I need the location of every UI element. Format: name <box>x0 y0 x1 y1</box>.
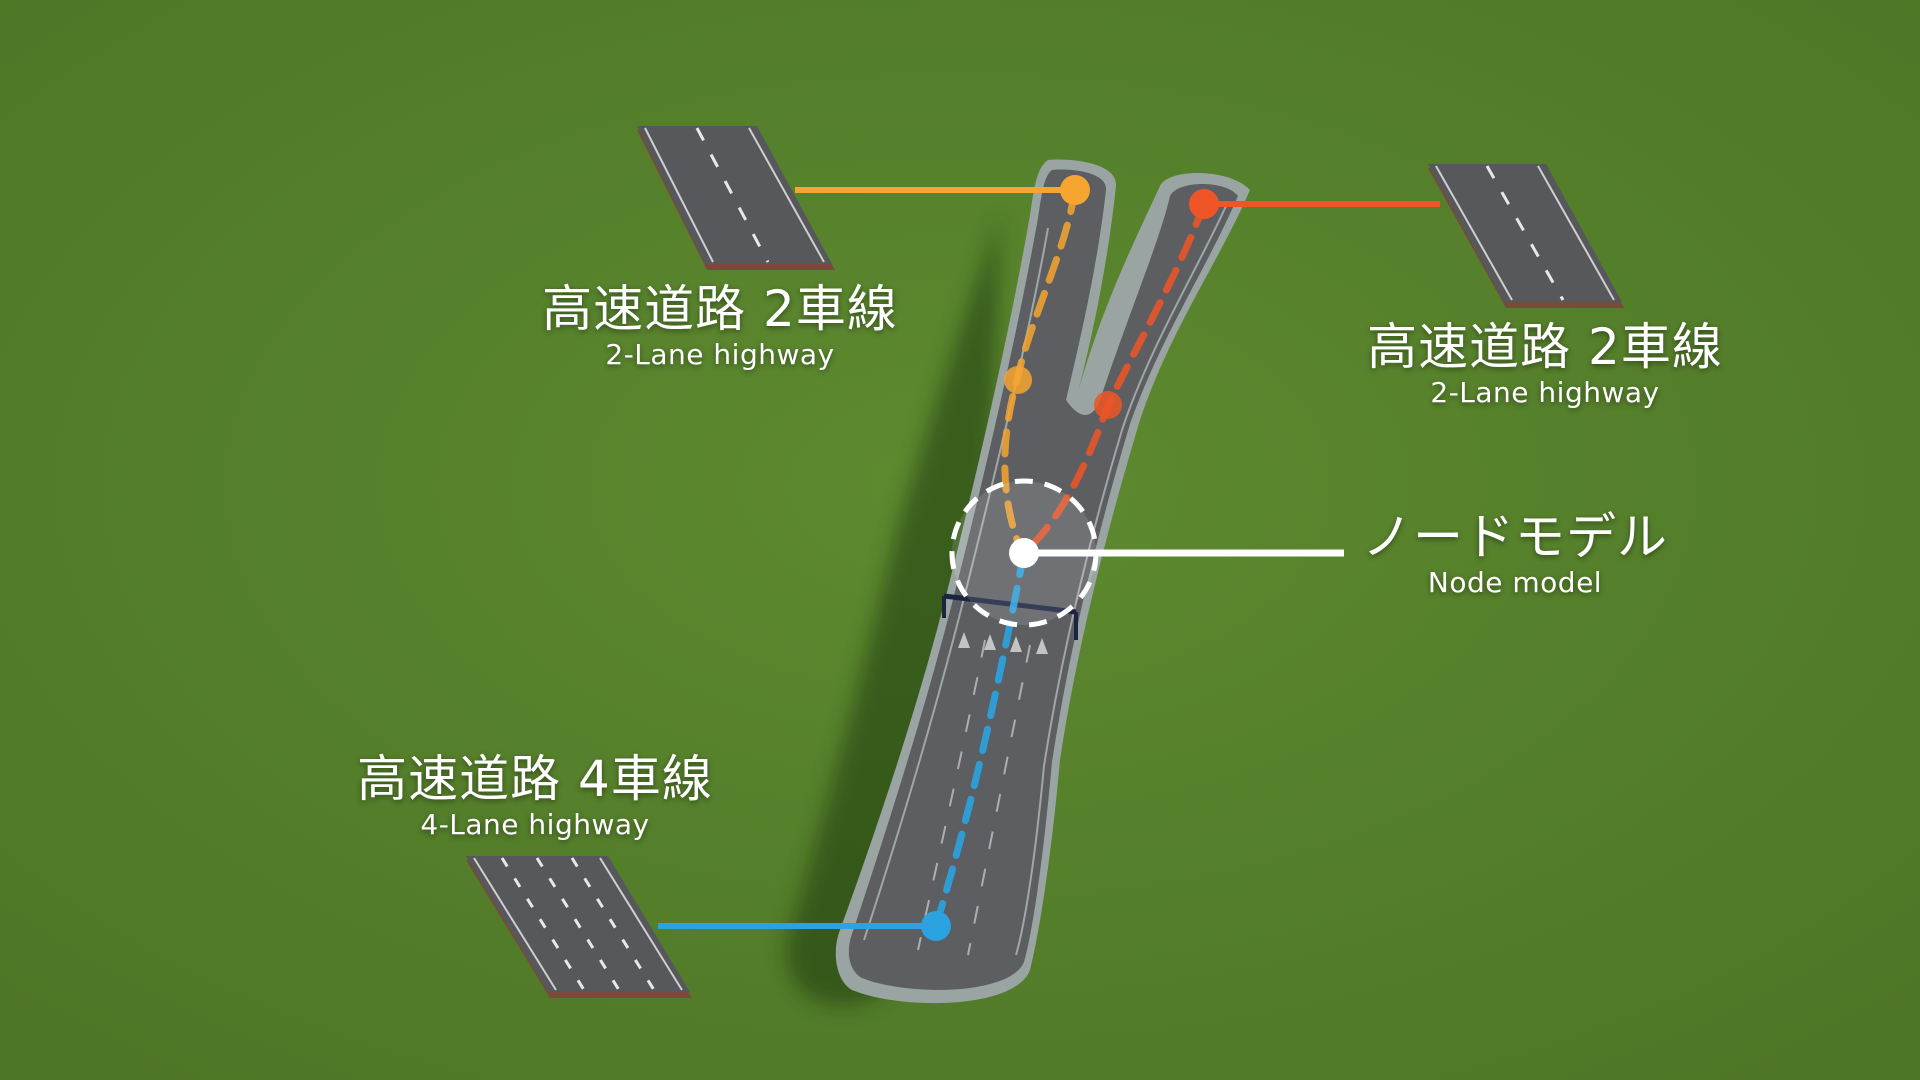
label-top-right-en: 2-Lane highway <box>1430 376 1660 409</box>
label-bottom-left: 高速道路 4車線 4-Lane highway <box>330 750 740 842</box>
node-dot <box>1009 538 1039 568</box>
label-node-model-jp: ノードモデル <box>1362 508 1668 566</box>
lane-path-blue <box>932 549 1028 930</box>
label-top-right: 高速道路 2車線 2-Lane highway <box>1335 318 1755 410</box>
end-dot-blue <box>921 911 951 941</box>
midpoint-dot-orange <box>1004 366 1032 394</box>
end-dot-red <box>1189 189 1219 219</box>
label-top-left-en: 2-Lane highway <box>605 338 835 371</box>
label-bottom-left-en: 4-Lane highway <box>420 808 650 841</box>
label-top-left: 高速道路 2車線 2-Lane highway <box>510 280 930 372</box>
label-node-model-en: Node model <box>1427 566 1603 599</box>
label-node-model: ノードモデル Node model <box>1350 508 1680 600</box>
segment-thumbnail-top-right <box>1428 164 1624 308</box>
segment-thumbnail-bottom-left <box>466 856 692 998</box>
segment-thumbnail-top-left <box>637 126 835 270</box>
label-top-left-jp: 高速道路 2車線 <box>542 280 898 338</box>
interchange-shadow <box>786 215 1000 1006</box>
end-dot-orange <box>1060 175 1090 205</box>
label-bottom-left-jp: 高速道路 4車線 <box>357 750 713 808</box>
label-top-right-jp: 高速道路 2車線 <box>1367 318 1723 376</box>
midpoint-dot-red <box>1094 391 1122 419</box>
